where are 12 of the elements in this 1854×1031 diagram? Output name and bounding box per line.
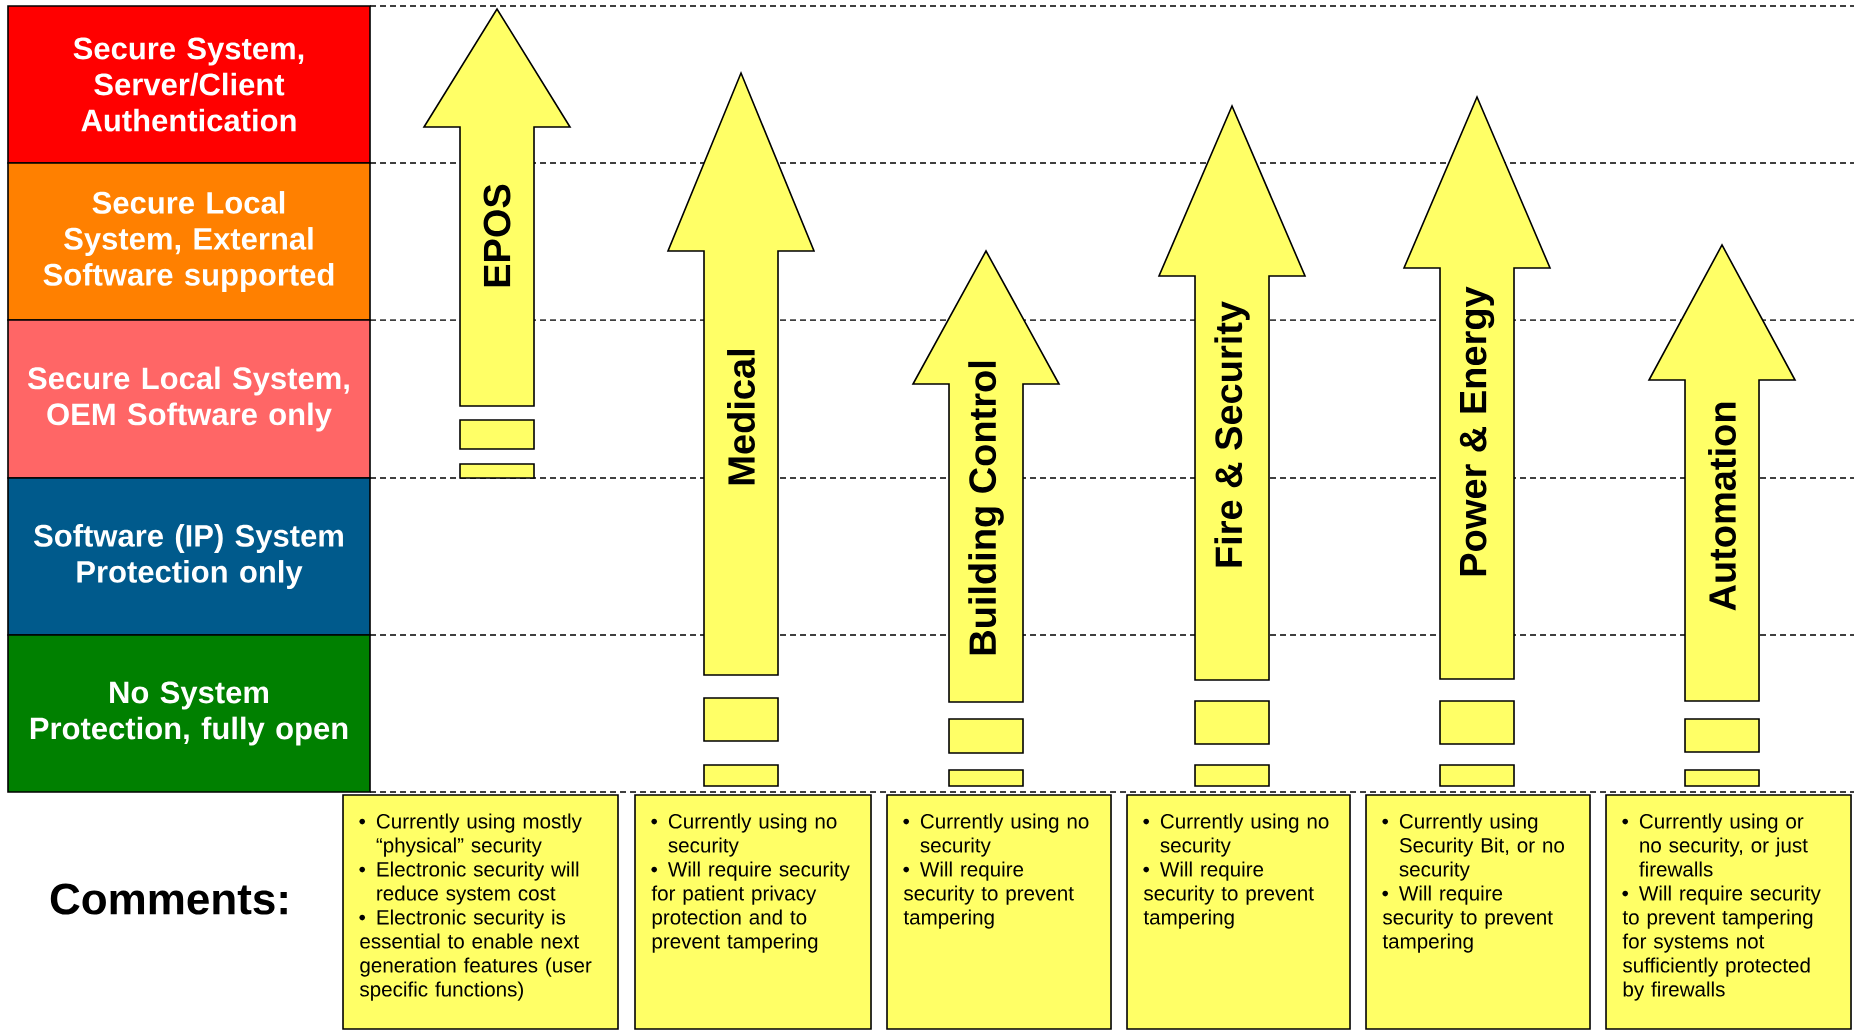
comment-box: Currently using no security Will require security for patient privacy protection and to prevent tampering [634,794,872,1030]
comment-box: Currently using Security Bit, or no security Will require security to prevent tampering [1365,794,1591,1030]
level-band: No System Protection, fully open [7,634,371,793]
heading-label: Comments: [50,883,287,915]
comment-box: Currently using no security Will require security to prevent tampering [886,794,1112,1030]
level-band: Secure System, Server/Client Authentication [7,5,371,164]
comment-box: Currently using or no security, or just firewalls Will require security to prevent tampering for systems not sufficiently protected by firewalls [1605,794,1852,1030]
level-band: Secure Local System, OEM Software only [7,319,371,479]
comment-box: Currently using mostly “physical” security Electronic security will reduce system cost Electronic security is essential to enable next generation features (user specific functions) [342,794,619,1030]
comment-box: Currently using no security Will require security to prevent tampering [1126,794,1351,1030]
level-band: Software (IP) System Protection only [7,477,371,636]
level-band: Secure Local System, External Software supported [7,162,371,321]
